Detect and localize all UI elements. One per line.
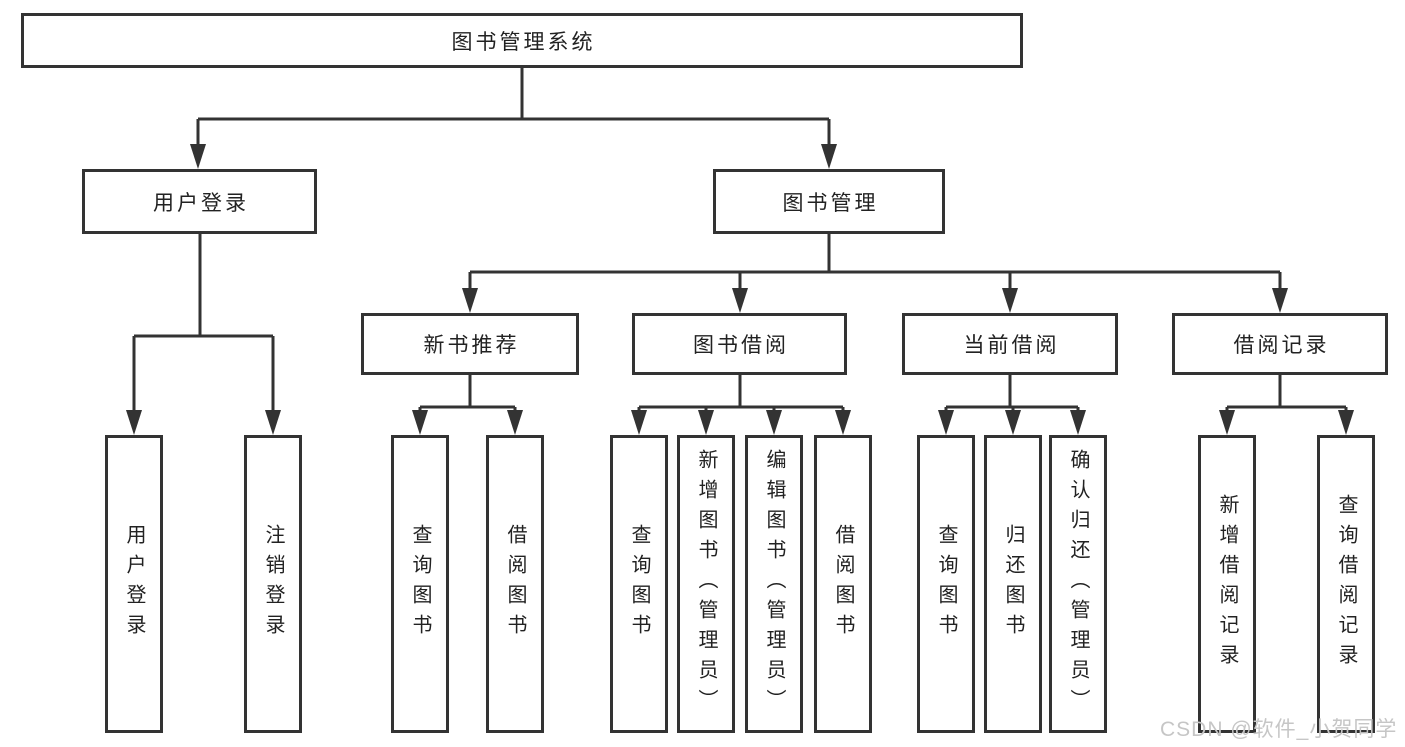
node-library-system: 图书管理系统: [21, 13, 1023, 68]
node-user-login: 用户登录: [82, 169, 317, 234]
leaf-add-borrow-record: 新增借阅记录: [1198, 435, 1256, 733]
leaf-confirm-return-admin: 确认归还（管理员）: [1049, 435, 1107, 733]
node-label: 借阅记录: [1233, 334, 1330, 357]
node-label: 用户登录: [123, 524, 145, 644]
leaf-query-book-2: 查询图书: [610, 435, 668, 733]
node-label: 确认归还（管理员）: [1067, 449, 1089, 719]
node-label: 归还图书: [1002, 524, 1024, 644]
node-label: 新书推荐: [423, 334, 520, 357]
leaf-return-book: 归还图书: [984, 435, 1042, 733]
leaf-add-book-admin: 新增图书（管理员）: [677, 435, 735, 733]
leaf-logout: 注销登录: [244, 435, 302, 733]
node-label: 查询图书: [935, 524, 957, 644]
node-label: 新增图书（管理员）: [695, 449, 717, 719]
node-book-borrow: 图书借阅: [632, 313, 847, 375]
node-label: 借阅图书: [504, 524, 526, 644]
node-label: 注销登录: [262, 524, 284, 644]
node-label: 编辑图书（管理员）: [763, 449, 785, 719]
leaf-edit-book-admin: 编辑图书（管理员）: [745, 435, 803, 733]
node-label: 用户登录: [153, 191, 249, 215]
node-label: 图书管理: [782, 191, 879, 215]
node-new-book-recommend: 新书推荐: [361, 313, 579, 375]
node-current-borrow: 当前借阅: [902, 313, 1118, 375]
node-label: 查询图书: [628, 524, 650, 644]
leaf-query-book-3: 查询图书: [917, 435, 975, 733]
leaf-user-login: 用户登录: [105, 435, 163, 733]
leaf-query-borrow-record: 查询借阅记录: [1317, 435, 1375, 733]
node-label: 图书管理系统: [451, 30, 596, 54]
node-label: 查询借阅记录: [1335, 494, 1357, 674]
leaf-borrow-book-1: 借阅图书: [486, 435, 544, 733]
node-book-management: 图书管理: [713, 169, 945, 234]
leaf-query-book-1: 查询图书: [391, 435, 449, 733]
node-borrow-records: 借阅记录: [1172, 313, 1388, 375]
node-label: 新增借阅记录: [1216, 494, 1238, 674]
node-label: 图书借阅: [693, 334, 789, 357]
leaf-borrow-book-2: 借阅图书: [814, 435, 872, 733]
node-label: 查询图书: [409, 524, 431, 644]
arrowhead-icons: [126, 144, 1354, 435]
node-label: 借阅图书: [832, 524, 854, 644]
node-label: 当前借阅: [963, 334, 1060, 357]
csdn-watermark: CSDN @软件_小贺同学: [1160, 718, 1398, 741]
